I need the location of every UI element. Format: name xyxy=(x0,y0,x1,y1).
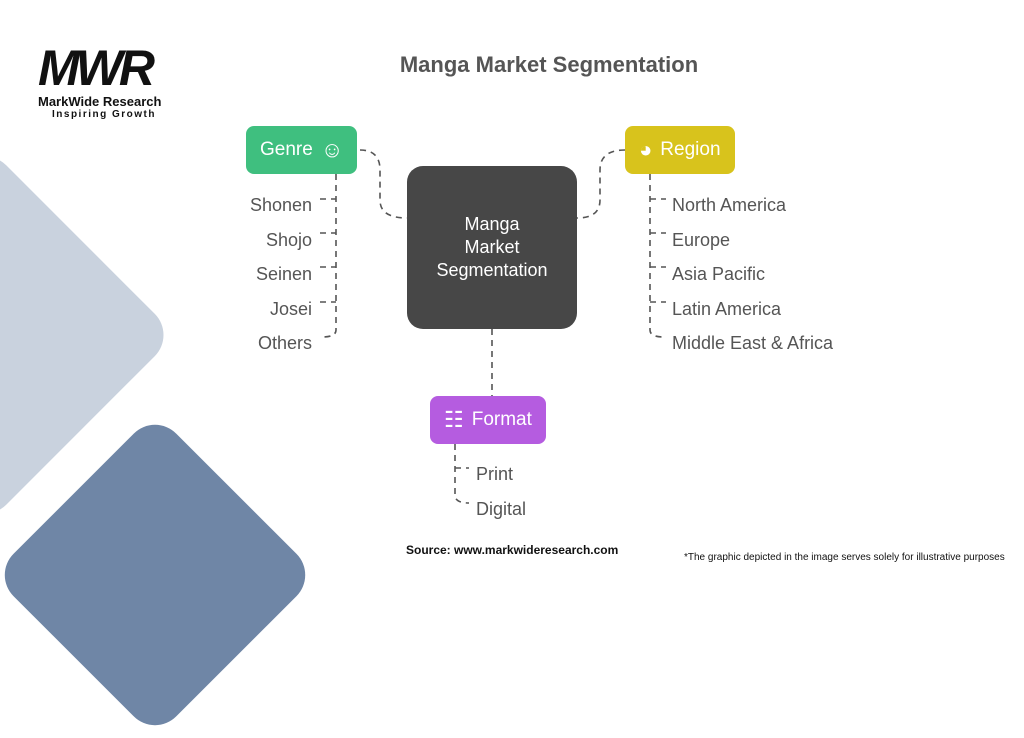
logo: MWR MarkWide Research Inspiring Growth xyxy=(38,42,198,120)
category-label: Region xyxy=(660,139,721,160)
list-item: Josei xyxy=(269,298,312,319)
list-item: Shojo xyxy=(265,229,312,250)
list-item: Europe xyxy=(672,229,731,250)
connectors xyxy=(320,149,666,504)
center-line: Segmentation xyxy=(436,260,548,280)
list-item: Others xyxy=(257,333,312,353)
category-label: Genre xyxy=(260,139,313,160)
page-title: Manga Market Segmentation xyxy=(399,52,699,77)
manga-face-icon: ☺ xyxy=(320,137,344,162)
list-item: Latin America xyxy=(672,298,782,319)
layout-list-icon: ☷ xyxy=(444,407,464,432)
connector-region xyxy=(576,149,626,219)
list-item: Asia Pacific xyxy=(672,264,766,284)
region-items: North America Europe Asia Pacific Latin … xyxy=(672,188,833,361)
center-line: Market xyxy=(464,237,520,257)
disclaimer-note: *The graphic depicted in the image serve… xyxy=(684,552,1005,563)
list-item: Seinen xyxy=(255,264,312,284)
connector-genre xyxy=(359,149,408,219)
logo-tagline: Inspiring Growth xyxy=(52,109,156,120)
list-item: North America xyxy=(672,195,787,215)
category-genre: Genre ☺ xyxy=(246,126,358,174)
logo-mark: MWR xyxy=(38,40,155,96)
genre-items: Shonen Shojo Seinen Josei Others xyxy=(250,188,312,361)
category-label: Format xyxy=(471,409,532,430)
center-line: Manga xyxy=(464,214,520,234)
source-text: Source: www.markwideresearch.com xyxy=(406,543,619,557)
globe-icon: ◕ xyxy=(639,137,653,162)
list-item: Digital xyxy=(476,498,527,519)
list-item: Print xyxy=(476,464,514,484)
central-topic: Manga Market Segmentation xyxy=(407,166,577,329)
list-item: Middle East & Africa xyxy=(672,333,834,353)
list-item: Shonen xyxy=(249,195,312,215)
format-items: Print Digital xyxy=(476,457,526,526)
category-format: ☷ Format xyxy=(430,396,546,444)
logo-name: MarkWide Research xyxy=(38,94,162,109)
category-region: ◕ Region xyxy=(625,126,735,174)
